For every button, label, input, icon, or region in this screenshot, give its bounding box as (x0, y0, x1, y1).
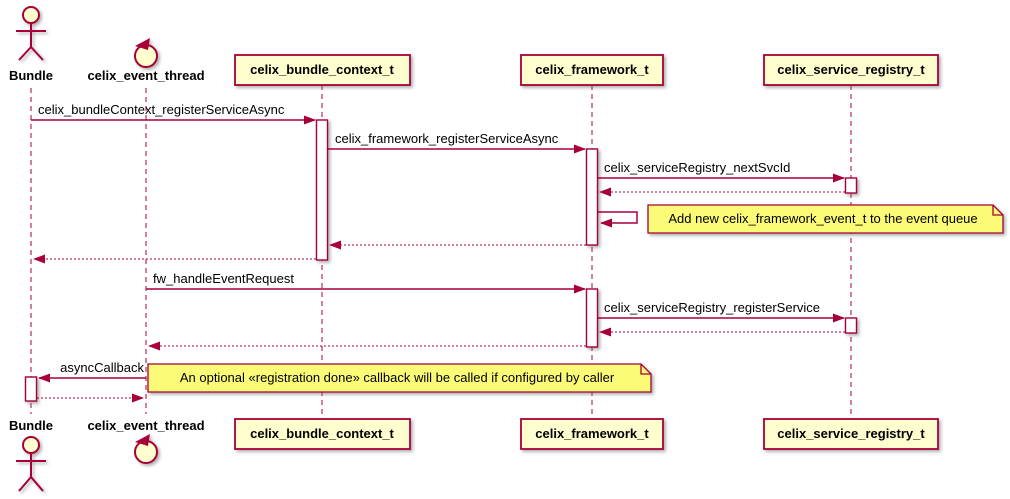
actor-head-icon (22, 436, 40, 454)
note-registration-done: An optional «registration done» callback… (147, 363, 652, 393)
participant-label-event-thread-bottom: celix_event_thread (87, 418, 204, 433)
participant-box (520, 418, 664, 450)
message-label-asyncCallback: asyncCallback (60, 360, 144, 375)
actor-body-icon (16, 23, 46, 61)
participant-box-bundle-context-top: celix_bundle_context_t (234, 54, 411, 86)
participant-box-framework-bottom: celix_framework_t (520, 418, 664, 450)
note-event-queue: Add new celix_framework_event_t to the e… (647, 204, 1004, 234)
note-text-event-queue: Add new celix_framework_event_t to the e… (668, 211, 977, 226)
participant-label-framework-bottom: celix_framework_t (535, 426, 649, 441)
participant-label-service-registry-bottom: celix_service_registry_t (777, 426, 925, 441)
message-label-registerService: celix_serviceRegistry_registerService (604, 300, 820, 315)
actor-bundle-top (16, 6, 46, 61)
participant-box-service-registry-bottom: celix_service_registry_t (763, 418, 939, 450)
activations (24, 119, 858, 402)
actor-body-icon (16, 453, 46, 492)
note-shape (647, 204, 1004, 234)
participant-label-service-registry-top: celix_service_registry_t (777, 62, 925, 77)
participant-box (234, 54, 411, 86)
note-text-registration-done: An optional «registration done» callback… (180, 370, 615, 385)
activation-framework-2 (585, 288, 599, 348)
message-label-registerServiceAsync-context: celix_bundleContext_registerServiceAsync (38, 102, 285, 117)
participant-box-framework-top: celix_framework_t (520, 54, 664, 86)
activation-bundle (24, 376, 38, 402)
participant-label-bundle-context-bottom: celix_bundle_context_t (250, 426, 394, 441)
actor-head-icon (22, 6, 40, 24)
control-arrow-icon (135, 38, 150, 50)
actor-bundle-bottom (16, 436, 46, 492)
participant-label-event-thread-top: celix_event_thread (87, 68, 204, 83)
participant-box (763, 54, 939, 86)
participant-label-bundle-bottom: Bundle (9, 418, 53, 433)
participant-box-service-registry-top: celix_service_registry_t (763, 54, 939, 86)
note-fold-icon (640, 364, 651, 375)
participant-box (234, 418, 411, 450)
participant-label-bundle-top: Bundle (9, 68, 53, 83)
control-event-thread-bottom (134, 434, 158, 464)
activation-service-registry-2 (844, 317, 858, 334)
activation-bundle-context (315, 119, 329, 261)
self-message-arrow (598, 211, 638, 228)
participant-label-framework-top: celix_framework_t (535, 62, 649, 77)
activation-framework-1 (585, 148, 599, 246)
message-label-nextSvcId: celix_serviceRegistry_nextSvcId (604, 160, 790, 175)
participant-box (763, 418, 939, 450)
message-label-registerServiceAsync-framework: celix_framework_registerServiceAsync (335, 131, 559, 146)
note-fold-icon (992, 205, 1003, 216)
activation-service-registry-1 (844, 177, 858, 194)
note-shape (147, 363, 652, 393)
messages: celix_bundleContext_registerServiceAsync… (31, 102, 845, 403)
participant-box-bundle-context-bottom: celix_bundle_context_t (234, 418, 411, 450)
control-event-thread-top (134, 38, 158, 68)
control-arrow-icon (135, 434, 150, 446)
participant-label-bundle-context-top: celix_bundle_context_t (250, 62, 394, 77)
participant-box (520, 54, 664, 86)
message-label-fw-handleEventRequest: fw_handleEventRequest (153, 271, 294, 286)
